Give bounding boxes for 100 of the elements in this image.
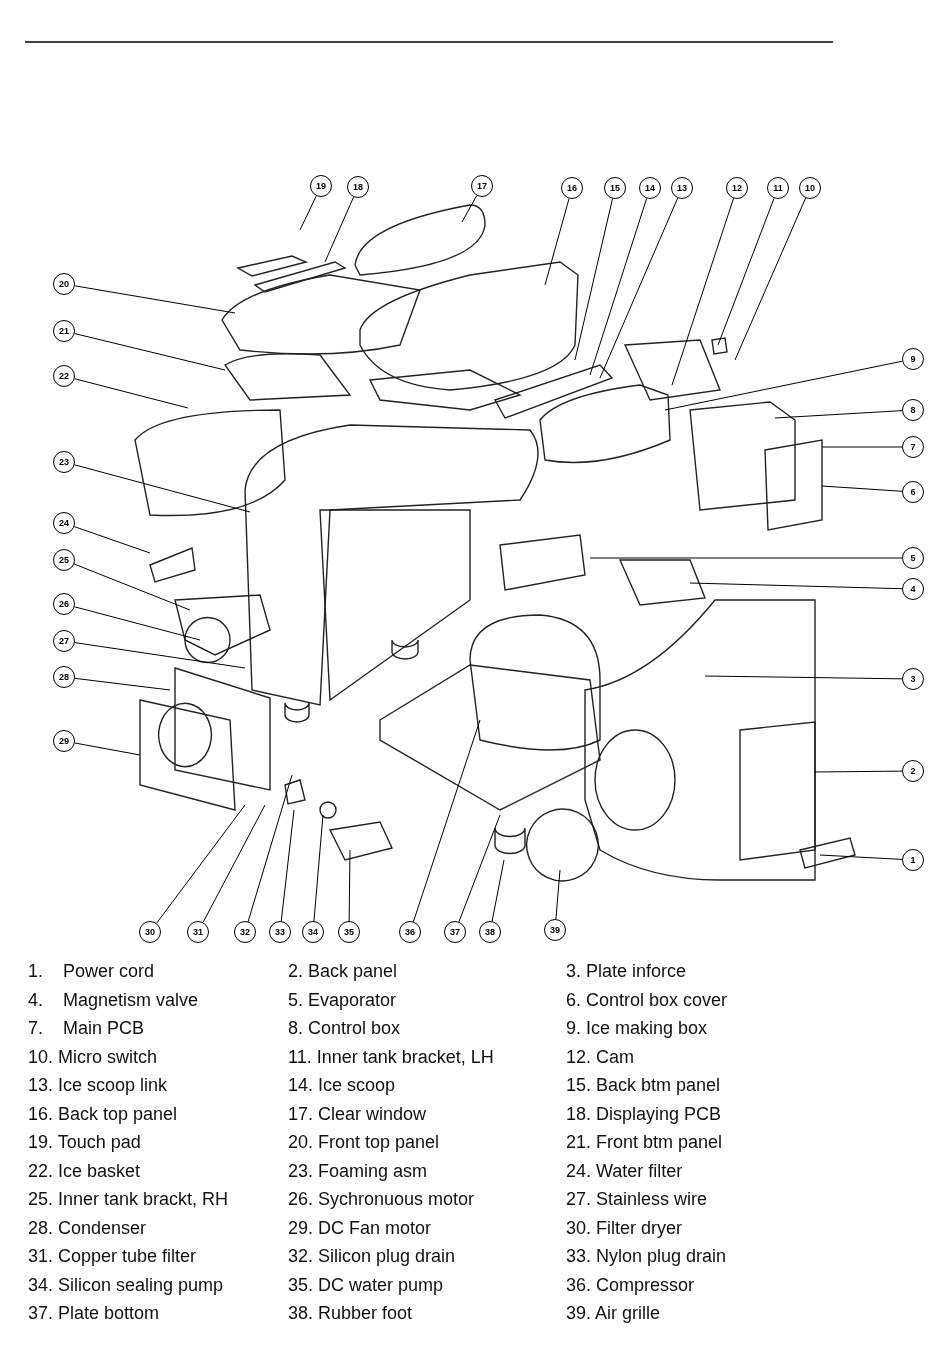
leader-line	[74, 378, 189, 409]
leader-line	[555, 869, 561, 920]
callout-number: 38	[479, 921, 501, 943]
parts-list-entry: 15. Back btm panel	[566, 1075, 721, 1096]
callout-number: 9	[902, 348, 924, 370]
parts-list-entry: 32. Silicon plug drain	[288, 1246, 456, 1267]
parts-list-entry: 31. Copper tube filter	[28, 1246, 197, 1267]
parts-list-entry: 38. Rubber foot	[288, 1303, 413, 1324]
parts-list-entry: 26. Sychronuous motor	[288, 1189, 475, 1210]
callout-number: 12	[726, 177, 748, 199]
callout-number: 15	[604, 177, 626, 199]
parts-list-entry: 4. Magnetism valve	[28, 989, 199, 1011]
callout-number: 3	[902, 668, 924, 690]
parts-list-entry: 2. Back panel	[288, 961, 398, 982]
callout-number: 25	[53, 549, 75, 571]
leader-line	[544, 198, 570, 286]
callout-number: 23	[53, 451, 75, 473]
parts-list-entry: 27. Stainless wire	[566, 1189, 708, 1210]
leader-line	[458, 814, 501, 923]
callout-number: 29	[53, 730, 75, 752]
leader-line	[73, 526, 151, 554]
callout-number: 31	[187, 921, 209, 943]
parts-list-entry: 6. Control box cover	[566, 989, 728, 1011]
callout-number: 20	[53, 273, 75, 295]
parts-list-entry: 13. Ice scoop link	[28, 1075, 168, 1096]
parts-list-entry: 35. DC water pump	[288, 1274, 444, 1296]
callout-number: 17	[471, 175, 493, 197]
leader-line	[461, 195, 478, 223]
parts-list-entry: 29. DC Fan motor	[288, 1217, 432, 1239]
leader-line	[74, 642, 246, 669]
leader-line	[491, 859, 505, 922]
leader-line	[774, 410, 903, 419]
parts-list-entry: 24. Water filter	[566, 1160, 683, 1182]
callout-number: 30	[139, 921, 161, 943]
parts-list-entry: 5. Evaporator	[288, 989, 397, 1011]
callout-number: 8	[902, 399, 924, 421]
parts-list-entry: 21. Front btm panel	[566, 1132, 723, 1153]
leader-line	[73, 563, 191, 611]
leader-line	[202, 804, 266, 923]
callout-number: 1	[902, 849, 924, 871]
parts-list-entry: 30. Filter dryer	[566, 1217, 683, 1239]
leader-line	[74, 606, 201, 641]
leader-line	[324, 196, 355, 263]
leader-line	[156, 804, 246, 924]
leader-line	[734, 197, 807, 361]
parts-list-entry: 20. Front top panel	[288, 1132, 440, 1153]
callout-number: 7	[902, 436, 924, 458]
parts-list-entry: 18. Displaying PCB	[566, 1103, 722, 1125]
callout-number: 21	[53, 320, 75, 342]
parts-list-entry: 28. Condenser	[28, 1217, 147, 1239]
callout-number: 36	[399, 921, 421, 943]
callout-number: 33	[269, 921, 291, 943]
callout-number: 18	[347, 176, 369, 198]
parts-list-entry: 11. Inner tank bracket, LH	[288, 1046, 494, 1068]
leader-line	[299, 195, 317, 231]
parts-list-entry: 39. Air grille	[566, 1303, 661, 1324]
leader-line	[574, 198, 613, 361]
parts-list-entry: 1. Power cord	[28, 961, 155, 982]
callout-number: 2	[902, 760, 924, 782]
leader-line	[821, 446, 903, 448]
leader-line	[599, 197, 679, 379]
leader-line	[589, 197, 648, 376]
leader-line	[717, 197, 775, 346]
parts-list-entry: 14. Ice scoop	[288, 1075, 396, 1096]
callout-number: 5	[902, 547, 924, 569]
callout-number: 27	[53, 630, 75, 652]
parts-list-entry: 22. Ice basket	[28, 1160, 141, 1182]
callout-number: 6	[902, 481, 924, 503]
leader-line	[74, 333, 226, 371]
callout-number: 28	[53, 666, 75, 688]
parts-list-entry: 36. Compressor	[566, 1274, 695, 1296]
leader-line	[819, 854, 903, 860]
parts-list-entry: 19. Touch pad	[28, 1132, 141, 1153]
leader-line	[412, 719, 481, 923]
leader-line	[704, 675, 903, 680]
parts-list-entry: 12. Cam	[566, 1046, 635, 1068]
callout-number: 4	[902, 578, 924, 600]
leader-line	[821, 485, 903, 492]
leader-line	[280, 809, 295, 922]
leader-line	[74, 464, 251, 513]
callout-number: 14	[639, 177, 661, 199]
callout-number: 13	[671, 177, 693, 199]
parts-list-entry: 9. Ice making box	[566, 1018, 708, 1039]
leader-line	[589, 557, 903, 559]
parts-list-entry: 8. Control box	[288, 1018, 401, 1039]
callout-number: 35	[338, 921, 360, 943]
callout-number: 11	[767, 177, 789, 199]
parts-list-entry: 3. Plate inforce	[566, 961, 687, 982]
leader-line	[74, 742, 141, 756]
leader-line	[348, 849, 351, 922]
callout-number: 26	[53, 593, 75, 615]
callout-number: 32	[234, 921, 256, 943]
leader-line	[74, 677, 171, 691]
parts-list-entry: 7. Main PCB	[28, 1018, 145, 1039]
callout-number: 10	[799, 177, 821, 199]
parts-list-entry: 25. Inner tank brackt, RH	[28, 1189, 229, 1210]
callout-number: 37	[444, 921, 466, 943]
parts-list-entry: 16. Back top panel	[28, 1103, 178, 1125]
parts-list-entry: 17. Clear window	[288, 1103, 427, 1125]
callout-number: 19	[310, 175, 332, 197]
